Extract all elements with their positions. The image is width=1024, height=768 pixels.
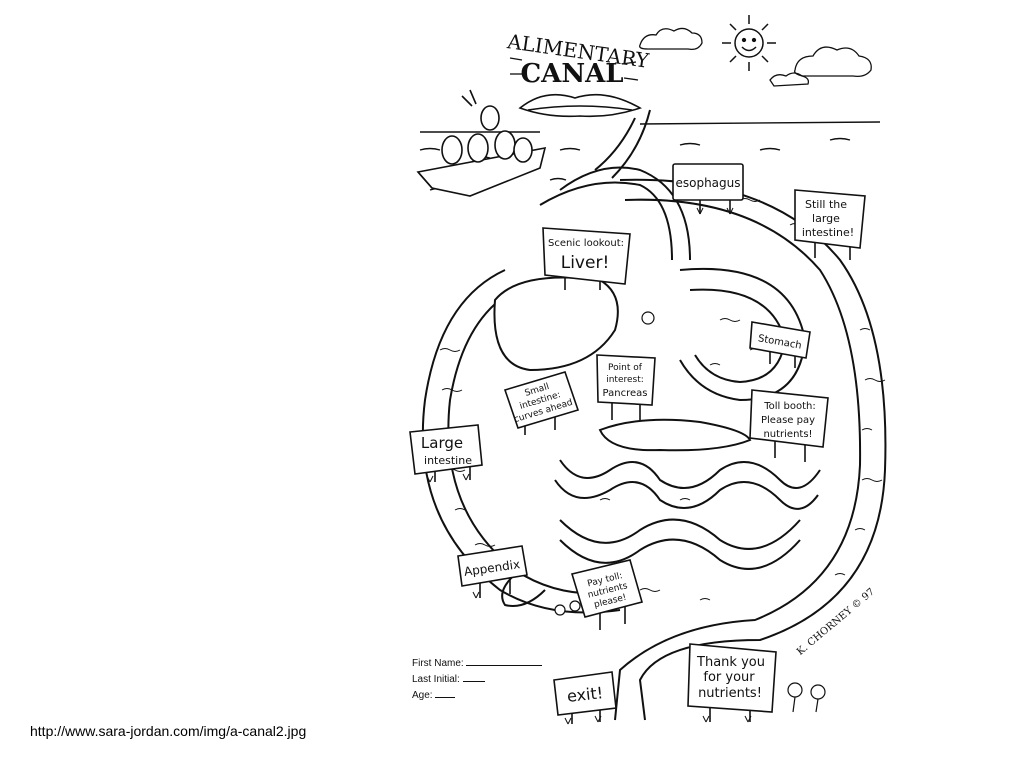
sign-still-large-intestine <box>794 189 866 260</box>
cloud-icon <box>639 27 872 87</box>
flower-icon <box>554 311 826 713</box>
sign-pancreas-line2: interest: <box>606 375 644 385</box>
grass-tufts <box>426 207 752 725</box>
sign-appendix <box>457 545 528 598</box>
sign-thanks-line1: Thank you <box>696 655 765 670</box>
last-initial-label: Last Initial: <box>412 674 460 685</box>
age-row: Age: <box>412 688 542 704</box>
sign-stomach <box>749 321 811 368</box>
title-sparkle-icon <box>509 57 639 81</box>
sign-toll-booth <box>749 389 829 462</box>
sign-still-large-line2: large <box>812 212 840 225</box>
age-field[interactable] <box>435 688 456 698</box>
sign-esophagus-label: esophagus <box>675 176 740 190</box>
boat-icon <box>416 89 547 197</box>
sign-exit-label: exit! <box>566 683 604 706</box>
age-label: Age: <box>412 690 433 701</box>
sign-small-intestine <box>503 371 580 435</box>
student-info-form: First Name: Last Initial: Age: <box>412 656 543 704</box>
sign-liver-line1: Scenic lookout: <box>548 238 624 249</box>
sign-thank-you <box>687 643 777 722</box>
sign-pancreas-line3: Pancreas <box>603 388 648 399</box>
title-line2: CANAL <box>520 59 623 89</box>
sign-pay-toll <box>570 559 643 630</box>
last-initial-field[interactable] <box>462 672 485 682</box>
sign-thanks-line3: nutrients! <box>698 686 762 701</box>
first-name-label: First Name: <box>412 658 464 669</box>
sign-exit <box>553 671 617 724</box>
sign-toll-line3: nutrients! <box>763 429 812 440</box>
first-name-row: First Name: <box>412 656 543 672</box>
sign-liver <box>542 227 631 290</box>
sign-liver-line2: Liver! <box>561 253 610 273</box>
sign-thanks-line2: for your <box>703 670 755 685</box>
first-name-field[interactable] <box>466 656 543 666</box>
sign-pancreas-line1: Point of <box>608 363 643 373</box>
artist-signature: K. CHORNEY © 97 <box>795 587 877 658</box>
sign-still-large-line3: intestine! <box>802 226 854 239</box>
sign-large-intestine <box>409 424 483 482</box>
sign-pancreas <box>596 354 656 420</box>
sign-large-line1: Large <box>421 434 463 452</box>
sign-toll-line2: Please pay <box>761 415 815 426</box>
sun-icon <box>722 15 776 71</box>
source-url: http://www.sara-jordan.com/img/a-canal2.… <box>30 723 307 739</box>
mouth-lips <box>518 93 642 118</box>
sign-large-line2: intestine <box>424 454 472 467</box>
sign-toll-line1: Toll booth: <box>763 401 815 412</box>
sign-still-large-line1: Still the <box>805 198 847 211</box>
last-initial-row: Last Initial: <box>412 672 542 688</box>
canal-path <box>421 109 887 721</box>
